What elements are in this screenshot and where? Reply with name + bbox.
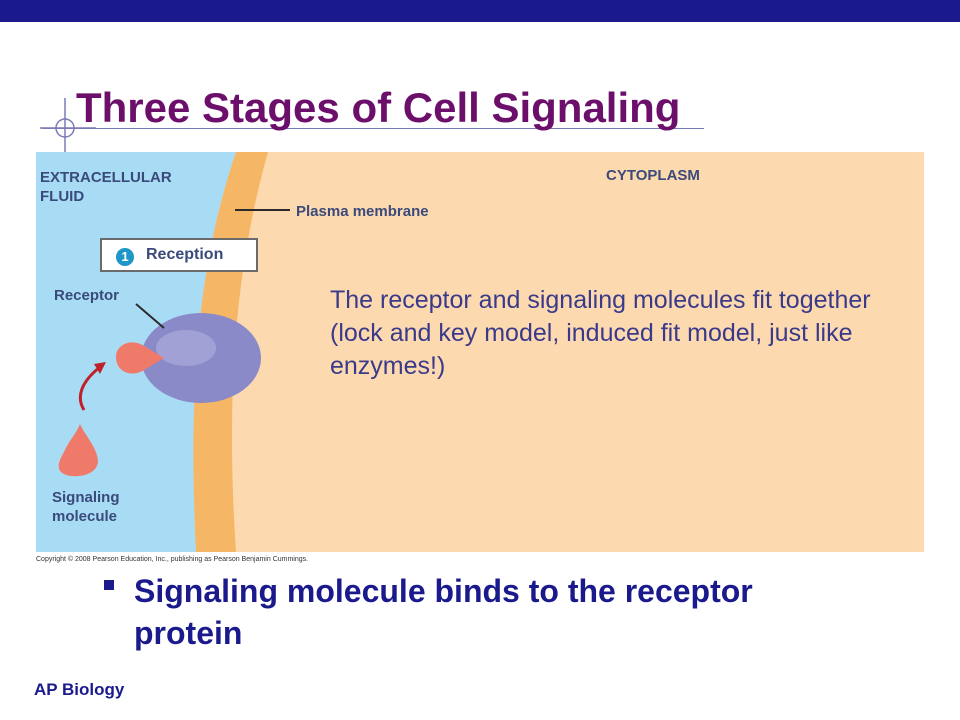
copyright-notice: Copyright © 2008 Pearson Education, Inc.…	[36, 556, 309, 563]
label-receptor: Receptor	[54, 287, 120, 304]
step-label: Reception	[146, 246, 224, 263]
curved-arrow-icon	[78, 365, 101, 411]
top-bar	[0, 0, 960, 22]
receptor-highlight	[156, 330, 216, 366]
cell-signaling-figure: EXTRACELLULAR FLUID CYTOPLASM Plasma mem…	[36, 152, 924, 552]
footer-label: AP Biology	[34, 680, 125, 699]
label-cytoplasm: CYTOPLASM	[606, 167, 700, 184]
label-signaling-molecule: Signaling molecule	[52, 489, 120, 525]
receptor-pointer-line	[135, 303, 165, 329]
bullet-square-icon	[104, 580, 114, 590]
step-number-badge: 1	[116, 248, 134, 266]
figure-illustration	[36, 152, 924, 552]
title-underline	[42, 128, 704, 129]
reception-step-label: 1 Reception	[100, 238, 258, 272]
slide-title: Three Stages of Cell Signaling	[76, 84, 681, 131]
free-signal-molecule	[58, 424, 98, 477]
label-plasma-membrane: Plasma membrane	[296, 203, 429, 220]
bullet-point: Signaling molecule binds to the receptor…	[134, 573, 753, 651]
top-bar-divider	[0, 22, 960, 28]
arrow-head	[94, 362, 106, 374]
figure-description: The receptor and signaling molecules fit…	[330, 286, 871, 380]
label-extracellular: EXTRACELLULAR FLUID	[40, 169, 172, 205]
bound-signal-molecule	[116, 342, 164, 374]
